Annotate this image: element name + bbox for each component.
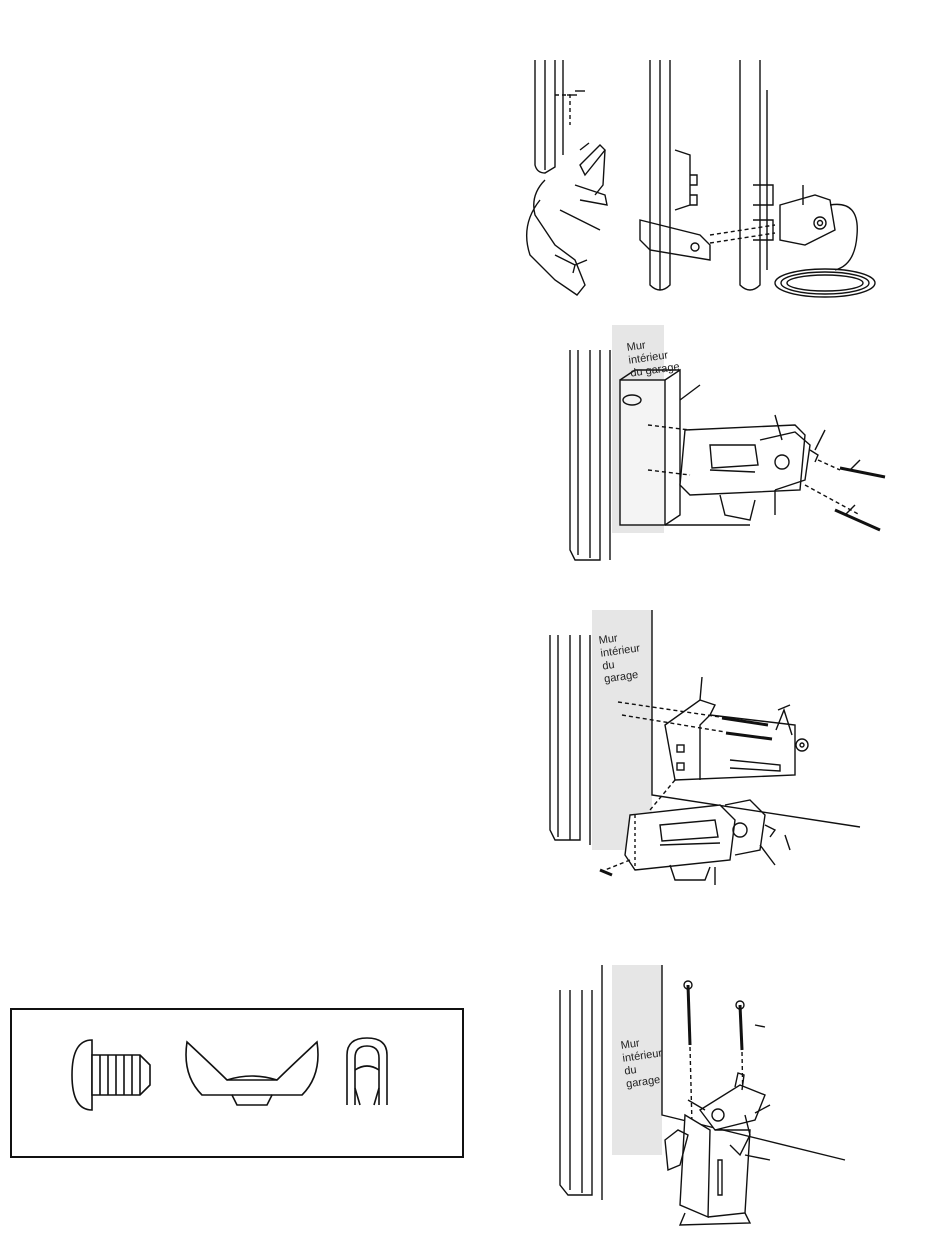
hardware-box <box>10 1008 464 1158</box>
step-c-illustration <box>740 60 875 297</box>
figure-3-extension-bracket-mount: Mur intérieur du garage <box>540 605 880 895</box>
carriage-bolt-icon <box>72 1040 150 1110</box>
wall-label: Mur intérieur du garage <box>598 629 645 686</box>
figure-4-floor-mount: Mur intérieur du garage <box>540 955 860 1230</box>
step-b-illustration <box>640 60 775 290</box>
figure-2-wood-block-mount: Mur intérieur du garage <box>560 320 900 565</box>
wall-label: Mur intérieur du garage <box>626 335 680 381</box>
figure-1-track-bracket-steps <box>515 55 890 305</box>
insulated-staple-icon <box>347 1038 387 1105</box>
wall-label: Mur intérieur du garage <box>620 1034 667 1091</box>
step-a-illustration <box>527 60 607 295</box>
wing-nut-icon <box>186 1042 318 1105</box>
